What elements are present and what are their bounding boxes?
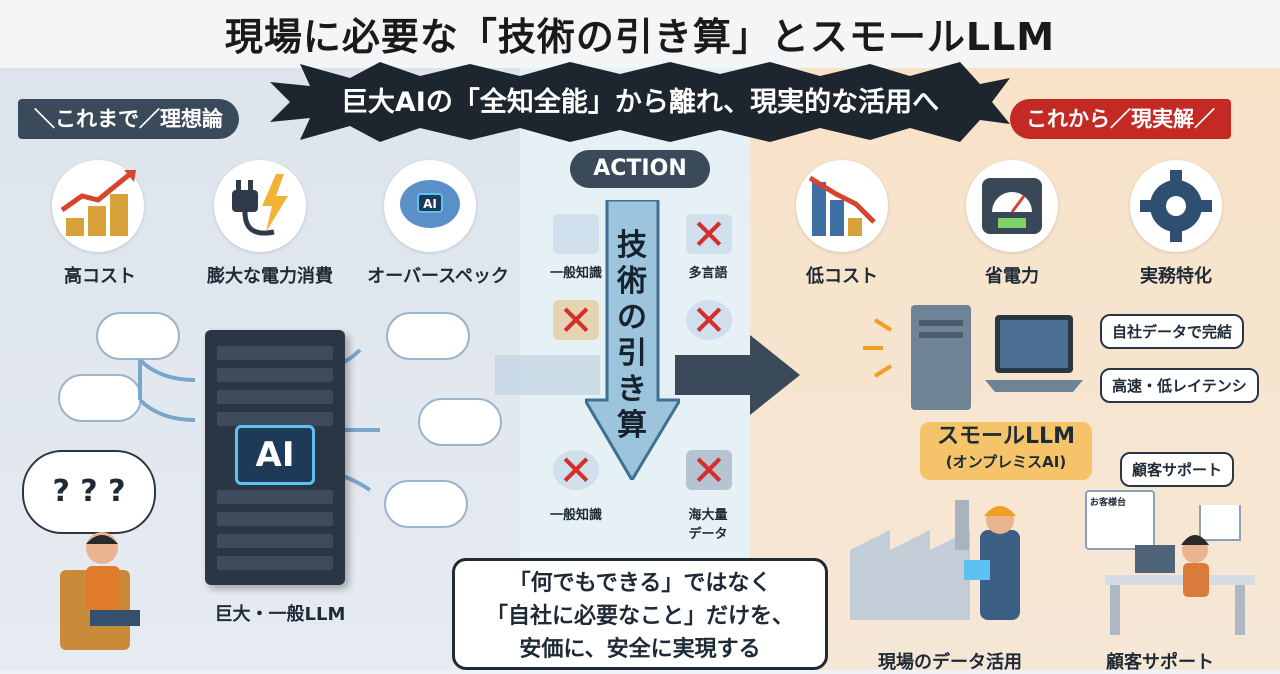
ai-badge: AI [235,425,315,485]
factory-worker-icon [850,500,1020,620]
cloud-icon [418,398,502,446]
right-section-label: これから／現実解／ [1010,99,1231,139]
head-knowledge-icon [553,214,599,254]
server-caption: 巨大・一般LLM [214,604,346,625]
transition-arrow [495,335,800,415]
cloud-icon [384,480,468,528]
small-llm-title: スモールLLM [937,424,1075,449]
small-llm-label: スモールLLM (オンプレミスAI) [920,422,1092,480]
callout-line-1: 「何でもできる」ではなく [508,571,772,596]
thinking-person-icon [60,532,140,650]
meter-icon [966,160,1058,252]
customer-support-desk-icon [1105,505,1255,635]
right-caption-1: 低コスト [806,266,878,287]
report-card: お客様台 [1085,490,1155,550]
brain-ai-icon: AI [384,160,476,252]
database-icon [686,450,732,490]
cloud-icon [386,312,470,360]
banner-text: 巨大AIの「全知全能」から離れ、現実的な活用へ [340,87,940,118]
translate-icon [686,214,732,254]
cross-mark-icon: ✕ [691,210,727,259]
globe-icon [686,300,732,340]
bubble-customer-support: 顧客サポート [1120,452,1235,487]
callout-line-2: 「自社に必要なこと」だけを、 [485,604,794,629]
left-section-label: ＼これまで／理想論 [18,99,239,139]
cross-mark-icon: ✕ [558,446,594,495]
right-caption-3: 実務特化 [1140,266,1212,287]
bubble-low-latency: 高速・低レイテンシ [1100,368,1259,403]
action-label: ACTION [570,150,710,188]
title-bar [0,0,1280,68]
rising-cost-icon [52,160,144,252]
book-icon [553,300,599,340]
page-title: 現場に必要な「技術の引き算」とスモールLLM [224,15,1056,59]
falling-cost-icon [796,160,888,252]
gear-icon [1130,160,1222,252]
subtraction-arrow [585,200,680,480]
cloud-icon [96,312,180,360]
cross-mark-icon: ✕ [558,296,594,345]
cross-mark-icon: ✕ [691,446,727,495]
globe-icon [553,450,599,490]
small-llm-subtitle: (オンプレミスAI) [945,453,1067,471]
cross-mark-icon: ✕ [691,296,727,345]
power-plug-icon [214,160,306,252]
onprem-server-laptop-icon [863,305,1083,410]
middle-caption-3: 一般知識 [549,508,602,523]
cloud-icon [58,374,142,422]
middle-caption-1: 一般知識 [549,266,602,281]
starburst-banner [270,62,1010,142]
bubble-own-data: 自社データで完結 [1100,314,1245,349]
bottom-caption-field-data: 現場のデータ活用 [878,652,1022,673]
left-caption-1: 高コスト [64,266,136,287]
summary-callout: 「何でもできる」ではなく 「自社に必要なこと」だけを、 安価に、安全に実現する [452,558,828,670]
vertical-title: 技術の引き算 [617,228,647,443]
left-caption-3: オーバースペック [367,266,509,287]
left-caption-2: 膨大な電力消費 [207,266,333,287]
thought-bubble: ? ? ? [22,450,156,534]
bottom-caption-support: 顧客サポート [1106,652,1214,673]
svg-text:AI: AI [423,197,437,211]
callout-line-3: 安価に、安全に実現する [519,637,761,662]
server-rack [205,330,345,585]
right-caption-2: 省電力 [985,266,1039,287]
middle-caption-2: 多言語 [688,266,728,281]
middle-caption-4: 海大量 データ [688,508,728,542]
